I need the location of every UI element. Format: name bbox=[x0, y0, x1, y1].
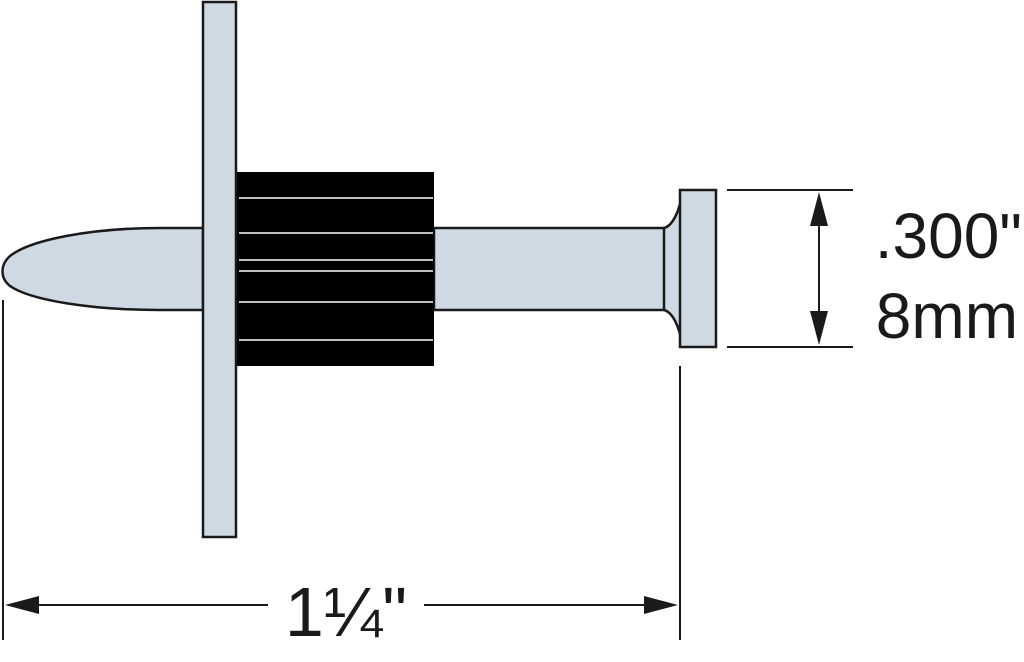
length-dimension: 1¼" bbox=[2, 300, 681, 651]
length-label: 1¼" bbox=[285, 573, 407, 651]
head-diameter-metric: 8mm bbox=[876, 280, 1018, 352]
pin-head bbox=[678, 188, 718, 349]
head-arrow-up bbox=[810, 192, 828, 226]
head-diameter-imperial: .300" bbox=[875, 200, 1022, 272]
washer bbox=[201, 0, 238, 539]
pin-shank bbox=[432, 226, 668, 312]
pin-tip bbox=[1, 226, 205, 312]
fluted-sleeve-body bbox=[237, 172, 434, 366]
length-arrow-right bbox=[644, 596, 678, 614]
head-dimension: .300" 8mm bbox=[727, 189, 1022, 352]
fluted-sleeve bbox=[237, 172, 434, 366]
length-arrow-left bbox=[5, 596, 39, 614]
head-arrow-down bbox=[810, 311, 828, 345]
sleeve-stripes bbox=[239, 197, 433, 341]
